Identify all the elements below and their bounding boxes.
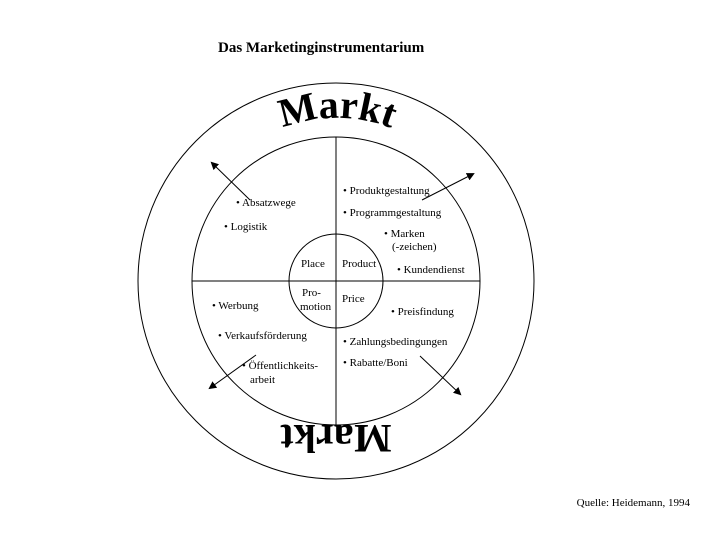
center-promotion-label-1: Pro- (302, 287, 321, 299)
markt-top-label: Markt (274, 82, 404, 137)
diagram-title: Das Marketinginstrumentarium (218, 40, 425, 56)
price-item-zahlungsbedingungen: • Zahlungsbedingungen (343, 336, 448, 348)
product-item-programmgestaltung: • Programmgestaltung (343, 207, 442, 219)
promotion-item-oeffentlichkeits: • Öffentlichkeits- (242, 360, 318, 372)
place-item-logistik: • Logistik (224, 221, 268, 233)
arrow-top-right (421, 173, 475, 201)
arrow-top-left (210, 161, 251, 201)
center-product-label: Product (342, 258, 376, 270)
arrow-bottom-right (419, 355, 462, 396)
center-promotion-label-2: motion (300, 301, 332, 313)
product-item-zeichen: (-zeichen) (392, 241, 437, 253)
price-item-rabatte-boni: • Rabatte/Boni (343, 357, 408, 369)
product-item-kundendienst: • Kundendienst (397, 264, 465, 276)
price-item-preisfindung: • Preisfindung (391, 306, 454, 318)
source-citation: Quelle: Heidemann, 1994 (576, 497, 690, 509)
promotion-item-werbung: • Werbung (212, 300, 259, 312)
markt-bottom-label: Markt (280, 416, 392, 461)
place-item-absatzwege: • Absatzwege (236, 197, 296, 209)
center-place-label: Place (301, 258, 325, 270)
outer-ring-circle (137, 82, 535, 480)
arrow-bottom-left (208, 354, 257, 390)
promotion-item-arbeit: arbeit (250, 374, 275, 386)
promotion-item-verkaufsfoerderung: • Verkaufsförderung (218, 330, 307, 342)
center-price-label: Price (342, 293, 365, 305)
product-item-produktgestaltung: • Produktgestaltung (343, 185, 430, 197)
product-item-marken: • Marken (384, 228, 425, 240)
